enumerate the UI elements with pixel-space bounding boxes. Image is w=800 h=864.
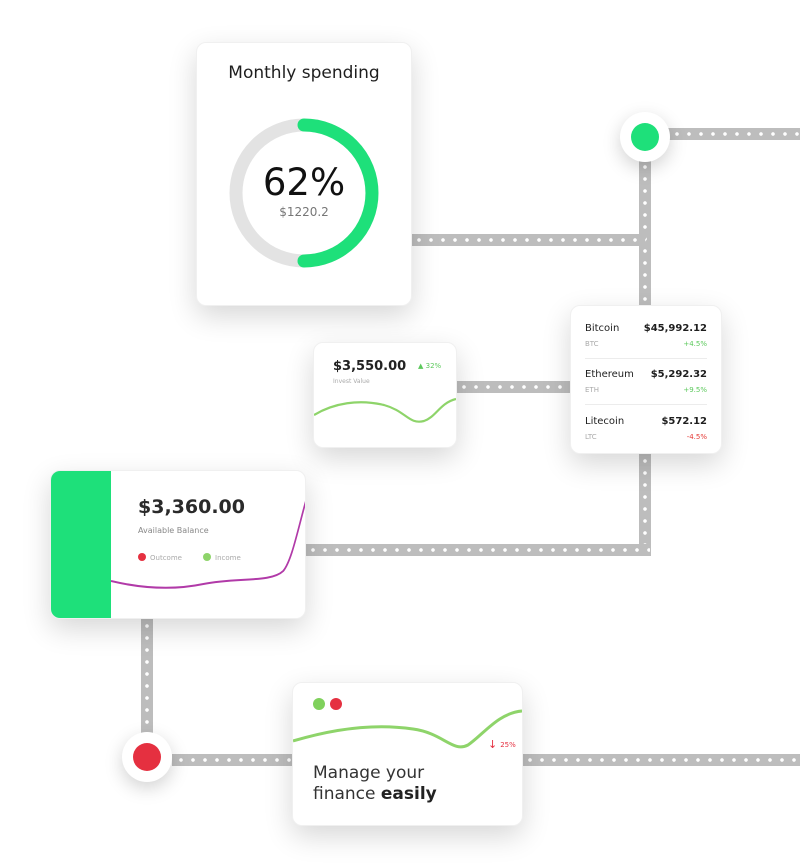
crypto-row-ethereum[interactable]: Ethereum ETH $5,292.32 +9.5%: [585, 369, 707, 403]
invest-change: ▲ 32%: [418, 362, 441, 370]
balance-chart: [111, 500, 305, 589]
headline: Manage your finance easily: [313, 763, 437, 805]
amount-value: $1220.2: [279, 205, 329, 219]
headline-emphasis: easily: [380, 784, 437, 804]
crypto-symbol: BTC: [585, 340, 599, 348]
connector-track: [455, 381, 571, 393]
green-dot: [313, 698, 325, 710]
finance-line: [293, 709, 522, 749]
red-dot: [330, 698, 342, 710]
spending-donut: [229, 118, 379, 268]
monthly-spending-card: Monthly spending 62% $1220.2: [196, 42, 412, 306]
balance-label: Available Balance: [138, 526, 209, 535]
green-node: [620, 112, 670, 162]
legend-label: Income: [215, 554, 241, 562]
crypto-prices-card: Bitcoin BTC $45,992.12 +4.5% Ethereum ET…: [570, 305, 722, 454]
connector-track: [639, 158, 651, 306]
donut-progress: [297, 118, 379, 268]
outcome-dot: [138, 553, 146, 561]
crypto-name: Bitcoin: [585, 323, 620, 334]
finance-wave: [293, 709, 522, 749]
income-dot: [203, 553, 211, 561]
down-arrow-icon: ↓: [488, 738, 498, 751]
invest-change-value: 32%: [425, 362, 442, 370]
crypto-name: Ethereum: [585, 369, 634, 380]
connector-track: [141, 617, 153, 737]
legend-outcome: Outcome: [138, 553, 182, 562]
connector-track: [410, 234, 646, 246]
red-node: [122, 732, 172, 782]
manage-finance-card: ↓25% Manage your finance easily: [292, 682, 523, 826]
crypto-symbol: ETH: [585, 386, 599, 394]
card-title: Monthly spending: [228, 63, 380, 83]
crypto-change: +4.5%: [683, 340, 707, 348]
invest-line: [314, 397, 456, 423]
finance-change: ↓25%: [488, 738, 516, 751]
divider: [585, 404, 707, 405]
crypto-price: $5,292.32: [650, 369, 707, 380]
balance-value: $3,360.00: [138, 496, 245, 518]
invest-sparkline: [314, 397, 456, 423]
available-balance-card: $3,360.00 Available Balance Outcome Inco…: [50, 470, 306, 619]
finance-change-value: 25%: [500, 741, 516, 749]
crypto-row-bitcoin[interactable]: Bitcoin BTC $45,992.12 +4.5%: [585, 323, 707, 357]
connector-track: [304, 544, 650, 556]
up-arrow-icon: ▲: [418, 362, 424, 370]
crypto-name: Litecoin: [585, 416, 625, 427]
accent-bar: [51, 471, 111, 618]
connector-track: [172, 754, 293, 766]
headline-line1: Manage your: [313, 763, 425, 783]
headline-line2: finance easily: [313, 784, 437, 805]
crypto-row-litecoin[interactable]: Litecoin LTC $572.12 -4.5%: [585, 416, 707, 450]
headline-text: finance: [313, 784, 381, 804]
crypto-price: $572.12: [661, 416, 707, 427]
crypto-change: -4.5%: [686, 433, 707, 441]
outcome-line: [111, 500, 305, 589]
green-dot: [631, 123, 659, 151]
connector-track: [668, 128, 800, 140]
connector-track: [521, 754, 800, 766]
connector-track: [639, 452, 651, 556]
crypto-price: $45,992.12: [643, 323, 707, 334]
legend-label: Outcome: [150, 554, 182, 562]
crypto-symbol: LTC: [585, 433, 597, 441]
crypto-change: +9.5%: [683, 386, 707, 394]
percent-value: 62%: [262, 161, 346, 204]
legend-income: Income: [203, 553, 241, 562]
divider: [585, 358, 707, 359]
invest-value: $3,550.00: [333, 359, 407, 374]
invest-label: Invest Value: [333, 378, 370, 385]
red-dot: [133, 743, 161, 771]
invest-value-card: $3,550.00 ▲ 32% Invest Value: [313, 342, 457, 448]
